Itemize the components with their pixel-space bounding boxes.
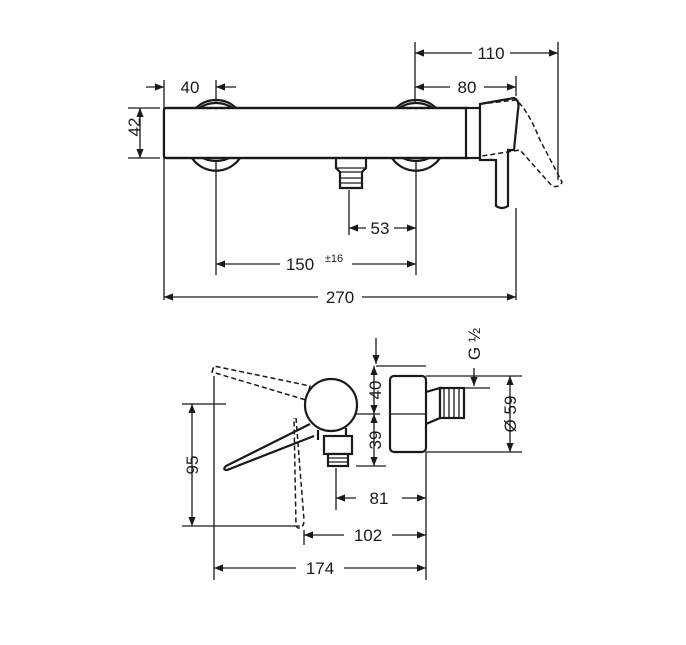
- thread-label: G ½: [465, 328, 484, 360]
- dimension-270: 270: [164, 288, 516, 307]
- top-view: 110 40 80 42 53 150 ±16: [125, 42, 563, 307]
- dimension-40-side: 40: [366, 366, 385, 414]
- side-outlet: [322, 434, 354, 468]
- threaded-connector: [425, 386, 466, 426]
- dim-95-label: 95: [183, 456, 202, 475]
- dimension-102: 102: [304, 526, 426, 545]
- dim-59-label: Ø 59: [501, 396, 520, 433]
- dimension-174: 174: [214, 559, 426, 578]
- dimension-110: 110: [415, 44, 558, 63]
- dim-174-label: 174: [306, 559, 334, 578]
- dimension-81: 81: [336, 489, 426, 508]
- side-view: G ½ 40 39 Ø 59 95 81: [182, 328, 522, 580]
- dim-81-label: 81: [370, 489, 389, 508]
- dim-270-label: 270: [326, 288, 354, 307]
- handle-lever: [223, 423, 315, 472]
- dim-150-tolerance: ±16: [325, 253, 343, 265]
- dim-110-label: 110: [477, 44, 504, 63]
- dim-102-label: 102: [354, 526, 382, 545]
- dimension-80: 80: [415, 78, 516, 97]
- dimension-39: 39: [366, 414, 385, 466]
- dimension-42: 42: [125, 108, 144, 158]
- handle-alt-position: [211, 365, 311, 401]
- dim-39-label: 39: [366, 431, 385, 450]
- dim-42-label: 42: [125, 118, 144, 137]
- dimension-150: 150 ±16: [216, 253, 416, 274]
- dimension-53: 53: [349, 219, 416, 238]
- dimension-59: Ø 59: [501, 376, 520, 452]
- handle-knob: [303, 377, 359, 433]
- dimension-95: 95: [183, 404, 202, 526]
- dim-150-label: 150: [286, 255, 314, 274]
- dim-40-top-label: 40: [181, 78, 200, 97]
- dim-40-side-label: 40: [366, 381, 385, 400]
- dim-53-label: 53: [371, 219, 390, 238]
- dim-80-label: 80: [458, 78, 477, 97]
- handle: [464, 96, 563, 210]
- dimension-40-top: 40: [146, 78, 236, 97]
- outlet-connector: [334, 158, 368, 190]
